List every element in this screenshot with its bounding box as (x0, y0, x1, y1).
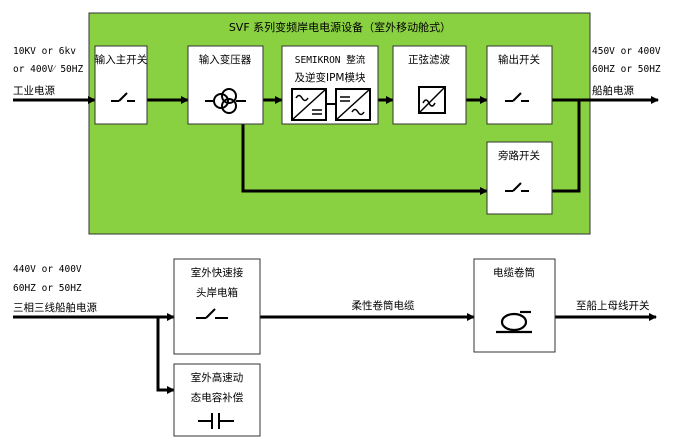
to-ship-bus-label: 至船上母线开关 (576, 299, 650, 312)
bottom-input-source: 三相三线船舶电源 (13, 301, 97, 314)
junction-box-block (173, 258, 261, 355)
top-output-target: 船舶电源 (592, 84, 634, 97)
top-input-voltage: 10KV or 6kv (13, 46, 76, 57)
top-input-source: 工业电源 (13, 84, 55, 97)
transformer-icon (205, 88, 246, 114)
rectifier-icon (291, 88, 327, 121)
equipment-title: SVF 系列变频岸电电源设备（室外移动舱式） (229, 20, 451, 34)
output-switch-label: 输出开关 (498, 53, 540, 66)
wire-bypass-in (241, 124, 488, 195)
compensator-label-line1: 室外高速动 (191, 371, 244, 384)
output-switch-block (486, 45, 553, 125)
inverter-icon (335, 88, 371, 121)
switch-icon (505, 182, 529, 192)
cable-reel-block (473, 258, 556, 353)
input-main-switch-block (94, 45, 148, 125)
bottom-input-frequency: 60HZ or 50HZ (13, 283, 82, 294)
junction-box-label-line1: 室外快速接 (191, 266, 244, 279)
wire-to-compensator (156, 317, 175, 394)
rectifier-inverter-label-line1: SEMIKRON 整流 (295, 54, 366, 66)
bottom-input-voltage: 440V or 400V (13, 264, 82, 275)
wire-bypass-out (552, 100, 581, 193)
bypass-switch-label: 旁路开关 (498, 149, 540, 162)
compensator-label-line2: 态电容补偿 (191, 391, 244, 404)
switch-icon (111, 92, 135, 102)
input-main-switch-label: 输入主开关 (95, 53, 148, 66)
rectifier-inverter-label-line2: 及逆变IPM模块 (295, 71, 366, 84)
switch-icon (196, 308, 228, 319)
sine-filter-icon (418, 86, 446, 114)
cable-reel-label: 电缆卷筒 (493, 266, 535, 279)
input-transformer-label: 输入变压器 (199, 53, 252, 66)
top-output-voltage: 450V or 400V (592, 46, 661, 57)
top-output-frequency: 60HZ or 50HZ (592, 64, 661, 75)
junction-box-label-line2: 头岸电箱 (196, 286, 238, 299)
flexible-cable-label: 柔性卷筒电缆 (352, 299, 415, 312)
top-input-voltage-alt: or 400V⁄ 50HZ (13, 64, 84, 75)
capacitor-icon (198, 413, 234, 429)
bypass-switch-block (486, 141, 553, 215)
cable-reel-icon (496, 310, 532, 334)
switch-icon (505, 92, 529, 102)
capacitor-compensator-block (173, 363, 261, 437)
sine-filter-label: 正弦滤波 (408, 53, 450, 66)
